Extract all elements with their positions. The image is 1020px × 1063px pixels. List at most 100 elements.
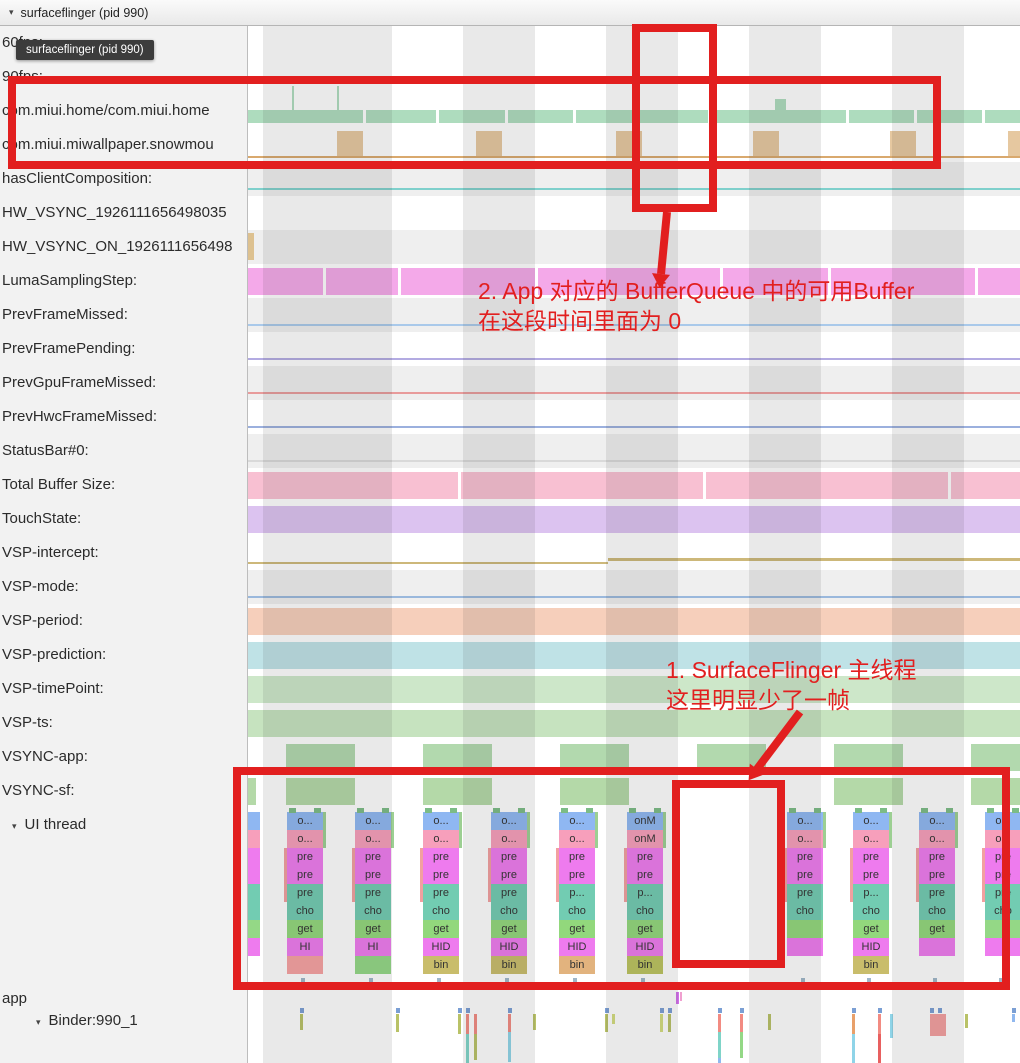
track-label[interactable]: VSP-prediction: [0, 638, 248, 672]
binder-slice[interactable] [612, 1014, 615, 1024]
track-content-vsp-ts[interactable] [248, 706, 1020, 740]
track-content-60fps[interactable] [248, 26, 1020, 60]
track-label[interactable]: VSYNC-app: [0, 740, 248, 774]
track-label[interactable]: TouchState: [0, 502, 248, 536]
slice[interactable]: onM [627, 812, 663, 830]
binder-slice[interactable] [1012, 1014, 1015, 1022]
binder-slice[interactable] [660, 1014, 663, 1032]
slice[interactable] [985, 938, 1020, 956]
slice[interactable]: pre [627, 866, 663, 884]
binder-slice[interactable] [300, 1014, 303, 1030]
track-label[interactable]: PrevGpuFrameMissed: [0, 366, 248, 400]
slice[interactable] [919, 938, 955, 956]
track-label[interactable]: hasClientComposition: [0, 162, 248, 196]
binder-slice[interactable] [890, 1014, 893, 1038]
track-content-com-miui-miwallpaper-snowmou[interactable] [248, 128, 1020, 162]
slice[interactable] [787, 938, 823, 956]
binder-slice[interactable] [508, 1032, 511, 1062]
slice[interactable]: cho [287, 902, 323, 920]
binder-slice[interactable] [878, 1014, 881, 1034]
binder-slice[interactable] [878, 1034, 881, 1063]
track-label[interactable]: PrevFramePending: [0, 332, 248, 366]
slice[interactable] [355, 956, 391, 974]
track-label[interactable]: VSP-ts: [0, 706, 248, 740]
slice[interactable]: cho [491, 902, 527, 920]
binder-slice[interactable] [768, 1014, 771, 1030]
slice[interactable]: HID [627, 938, 663, 956]
slice[interactable]: get [355, 920, 391, 938]
slice[interactable]: cho [559, 902, 595, 920]
track-label[interactable]: VSP-timePoint: [0, 672, 248, 706]
track-label[interactable]: StatusBar#0: [0, 434, 248, 468]
slice[interactable]: get [287, 920, 323, 938]
slice[interactable]: pre [287, 848, 323, 866]
binder-slice[interactable] [930, 1014, 946, 1036]
slice[interactable]: o... [287, 830, 323, 848]
ui-thread-label[interactable]: ▾UI thread [0, 808, 248, 990]
slice[interactable]: pre [853, 848, 889, 866]
track-content-touchstate[interactable] [248, 502, 1020, 536]
binder-slice[interactable] [466, 1034, 469, 1063]
slice[interactable]: cho [423, 902, 459, 920]
slice[interactable]: p... [627, 884, 663, 902]
slice[interactable]: o... [491, 830, 527, 848]
binder-slice[interactable] [396, 1014, 399, 1032]
collapse-triangle-icon[interactable]: ▾ [9, 7, 14, 17]
slice[interactable] [287, 956, 323, 974]
slice[interactable]: pre [355, 866, 391, 884]
slice[interactable]: pre [787, 866, 823, 884]
binder-slice[interactable] [740, 1032, 743, 1058]
slice[interactable]: pre [559, 848, 595, 866]
binder-thread-label[interactable]: ▾Binder:990_1 [0, 1008, 248, 1063]
track-content-statusbar-0[interactable] [248, 434, 1020, 468]
app-track[interactable] [248, 990, 1020, 1008]
slice[interactable]: pre [985, 884, 1020, 902]
slice[interactable]: o... [919, 830, 955, 848]
binder-slice[interactable] [474, 1034, 477, 1060]
slice[interactable]: o... [423, 830, 459, 848]
slice[interactable]: HID [423, 938, 459, 956]
track-label[interactable]: VSP-intercept: [0, 536, 248, 570]
track-content-lumasamplingstep[interactable] [248, 264, 1020, 298]
slice[interactable]: get [423, 920, 459, 938]
slice[interactable]: cho [985, 902, 1020, 920]
slice[interactable]: pre [491, 884, 527, 902]
track-content-hasclientcomposition[interactable] [248, 162, 1020, 196]
slice[interactable]: pre [491, 866, 527, 884]
slice[interactable]: pre [787, 884, 823, 902]
track-content-vsp-prediction[interactable] [248, 638, 1020, 672]
slice[interactable]: o... [287, 812, 323, 830]
slice[interactable]: get [559, 920, 595, 938]
track-content-vsp-intercept[interactable] [248, 536, 1020, 570]
slice[interactable]: get [491, 920, 527, 938]
slice[interactable]: bin [423, 956, 459, 974]
slice[interactable]: pre [985, 848, 1020, 866]
slice[interactable]: o... [559, 812, 595, 830]
slice[interactable]: HI [355, 938, 391, 956]
process-header[interactable]: ▾ surfaceflinger (pid 990) [0, 0, 1020, 26]
track-content-hw-vsync-1926111656498035[interactable] [248, 196, 1020, 230]
slice[interactable]: pre [423, 866, 459, 884]
track-label[interactable]: VSYNC-sf: [0, 774, 248, 808]
track-label[interactable]: PrevHwcFrameMissed: [0, 400, 248, 434]
slice[interactable]: bin [559, 956, 595, 974]
slice[interactable]: HI [287, 938, 323, 956]
slice[interactable]: o... [559, 830, 595, 848]
track-label[interactable]: com.miui.home/com.miui.home [0, 94, 248, 128]
binder-slice[interactable] [668, 1014, 671, 1032]
slice[interactable]: pre [559, 866, 595, 884]
track-label[interactable]: 90fps: [0, 60, 248, 94]
binder-slice[interactable] [740, 1014, 743, 1032]
slice[interactable]: cho [355, 902, 391, 920]
track-content-prevframemissed[interactable] [248, 298, 1020, 332]
track-content-com-miui-home-com-miui-home[interactable] [248, 86, 1020, 128]
slice[interactable] [787, 920, 823, 938]
binder-slice[interactable] [718, 1032, 721, 1058]
slice[interactable]: get [853, 920, 889, 938]
binder-slice[interactable] [718, 1058, 721, 1063]
